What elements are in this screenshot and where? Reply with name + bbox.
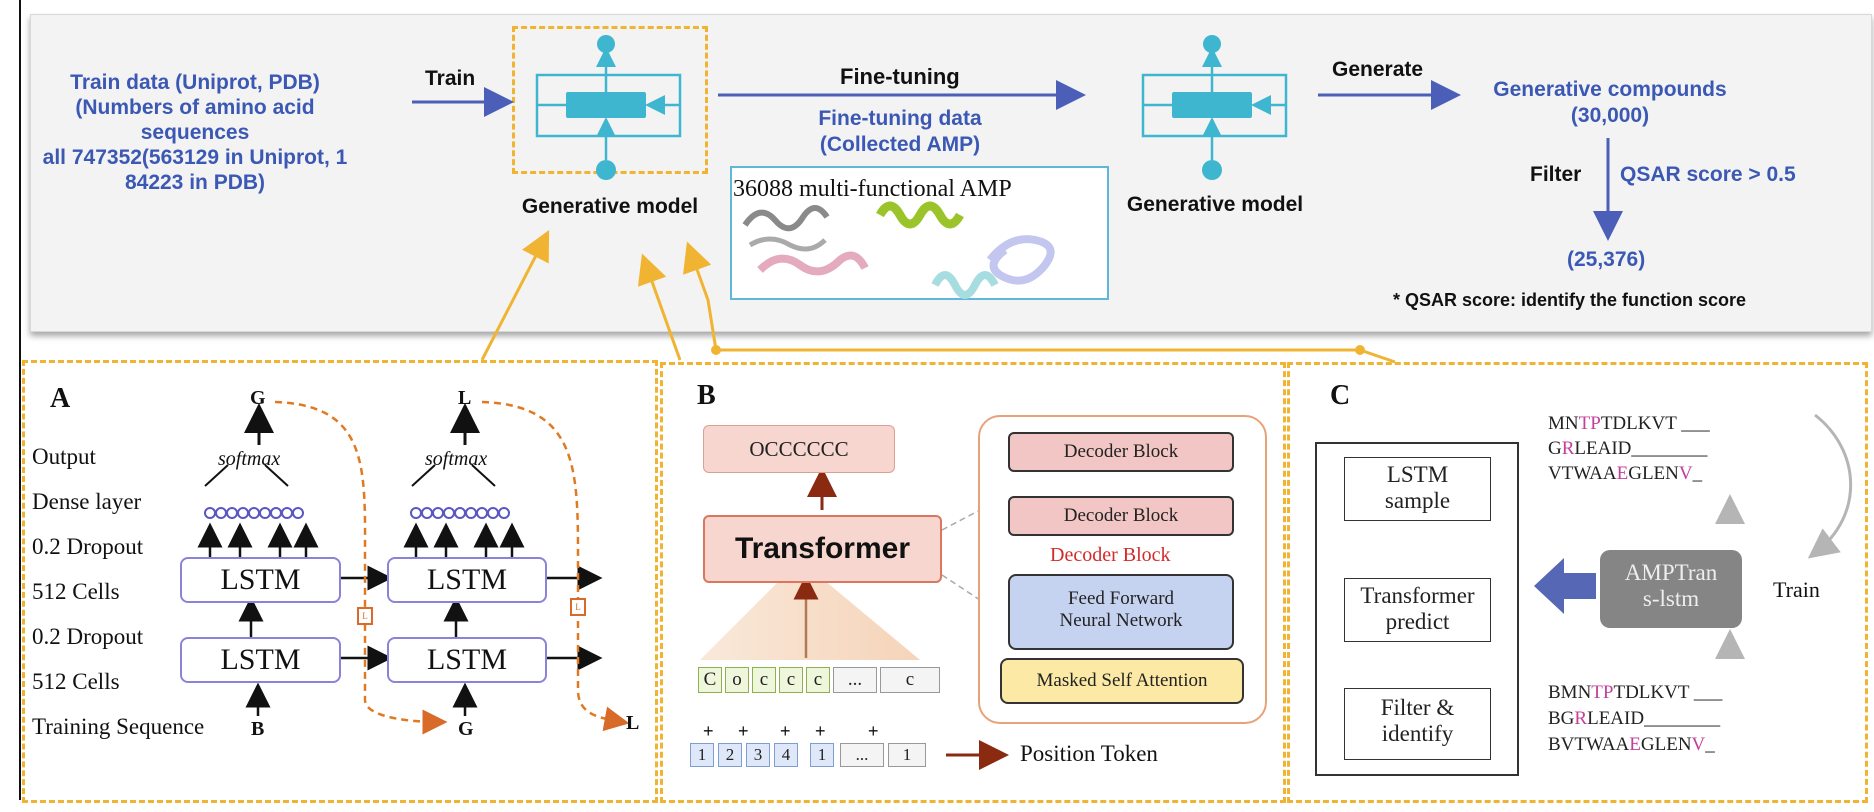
- seq-cell: c: [806, 667, 830, 693]
- panel-c: [1287, 362, 1868, 803]
- decoder-block-top: Decoder Block: [1008, 432, 1234, 472]
- panel-b-letter: B: [697, 380, 716, 411]
- fine-tuning-label: Fine-tuning: [840, 64, 960, 89]
- masked-attention-box: Masked Self Attention: [1000, 658, 1244, 704]
- panel-b: [660, 362, 1286, 803]
- input-token-g: G: [458, 718, 474, 740]
- training-sequence: BMNTPTDLKVT ___: [1548, 682, 1723, 703]
- seq-cell: ...: [833, 667, 877, 693]
- shifted-token-g: G: [450, 711, 451, 712]
- plus-sign: +: [780, 721, 791, 741]
- transformer-predict-box: Transformer predict: [1344, 578, 1491, 642]
- generated-sequence: MNTPTDLKVT ___: [1548, 413, 1710, 434]
- feed-forward-box: Feed Forward Neural Network: [1008, 574, 1234, 650]
- panel-a-graphics: [197, 400, 630, 735]
- softmax-label-1: softmax: [218, 448, 281, 470]
- seq-cell: C: [698, 667, 722, 693]
- lstm-cell-top-right: LSTM: [387, 557, 547, 603]
- pos-cell: 1: [690, 743, 714, 767]
- generative-model-2-label: Generative model: [1126, 193, 1304, 216]
- label-cells-1: 512 Cells: [32, 579, 120, 604]
- qsar-threshold: QSAR score > 0.5: [1620, 163, 1796, 186]
- generative-model-1-icon: [535, 35, 682, 180]
- input-token-b: B: [251, 718, 265, 740]
- pos-cell: ...: [840, 743, 884, 767]
- decoder-block-heading: Decoder Block: [1050, 544, 1171, 566]
- output-token-l: L: [458, 387, 472, 409]
- pos-cell: 3: [746, 743, 770, 767]
- label-dense-layer: Dense layer: [32, 489, 142, 514]
- panel-a-letter: A: [50, 383, 71, 414]
- plus-sign: +: [815, 721, 826, 741]
- hidden-state-marker-2: L: [570, 598, 586, 616]
- train-data-text: Train data (Uniprot, PDB) (Numbers of am…: [42, 71, 348, 194]
- pos-cell: 1: [888, 743, 926, 767]
- filtered-count: (25,376): [1567, 248, 1646, 271]
- label-training-sequence: Training Sequence: [32, 714, 205, 739]
- panel-b-graphics: [700, 467, 1141, 770]
- generative-model-2-icon: [1141, 35, 1288, 180]
- protein-structures-image: [742, 201, 1055, 299]
- lstm-cell-bottom-left: LSTM: [180, 637, 341, 683]
- seq-cell: c: [779, 667, 803, 693]
- softmax-label-2: softmax: [425, 448, 488, 470]
- amp-box-label: 36088 multi-functional AMP: [733, 176, 1012, 202]
- pos-cell: 4: [774, 743, 798, 767]
- lstm-cell-top-left: LSTM: [180, 557, 341, 603]
- label-cells-2: 512 Cells: [32, 669, 120, 694]
- transformer-label: Transformer: [734, 532, 911, 565]
- plus-sign: +: [738, 721, 749, 741]
- ampTrans-lstm-model: AMPTran s-lstm: [1600, 550, 1742, 628]
- output-token-g: G: [250, 387, 266, 409]
- lstm-cell-bottom-right: LSTM: [387, 637, 547, 683]
- lstm-sample-box: LSTM sample: [1344, 457, 1491, 521]
- training-sequence: BGRLEAID________: [1548, 708, 1721, 729]
- generative-model-1-label: Generative model: [521, 195, 699, 218]
- label-dropout-1: 0.2 Dropout: [32, 534, 144, 559]
- amp-dataset-box: [730, 166, 1109, 300]
- training-sequence: BVTWAAEGLENV_: [1548, 734, 1715, 755]
- output-sequence-text: OCCCCCC: [749, 437, 849, 461]
- decoder-block-middle: Decoder Block: [1008, 496, 1234, 536]
- output-sequence-box: OCCCCCC: [703, 425, 895, 473]
- panel-c-letter: C: [1330, 380, 1351, 411]
- seq-cell: o: [725, 667, 749, 693]
- filter-identify-box: Filter & identify: [1344, 688, 1491, 760]
- seq-cell: c: [880, 667, 940, 693]
- shifted-token-l: L: [626, 712, 640, 734]
- position-token-label: Position Token: [1020, 741, 1158, 766]
- filter-label: Filter: [1530, 163, 1582, 186]
- hidden-state-marker-1: L: [357, 607, 373, 625]
- label-dropout-2: 0.2 Dropout: [32, 624, 144, 649]
- transformer-box: Transformer: [703, 515, 942, 583]
- generated-sequence: GRLEAID________: [1548, 438, 1708, 459]
- fine-tuning-data: Fine-tuning data (Collected AMP): [818, 107, 982, 156]
- plus-sign: +: [703, 721, 714, 741]
- train-label: Train: [425, 67, 476, 90]
- plus-sign: +: [868, 721, 879, 741]
- train-loop-label: Train: [1773, 577, 1820, 602]
- label-output: Output: [32, 444, 96, 469]
- pos-cell: 1: [810, 743, 834, 767]
- qsar-footnote: * QSAR score: identify the function scor…: [1393, 290, 1747, 310]
- seq-cell: c: [752, 667, 776, 693]
- generative-compounds: Generative compounds (30,000): [1493, 78, 1727, 127]
- panel-a: [22, 360, 658, 803]
- generate-label: Generate: [1332, 58, 1424, 81]
- pos-cell: 2: [718, 743, 742, 767]
- decoder-ellipsis: ...: [1122, 470, 1123, 471]
- generated-sequence: VTWAAEGLENV_: [1548, 463, 1703, 484]
